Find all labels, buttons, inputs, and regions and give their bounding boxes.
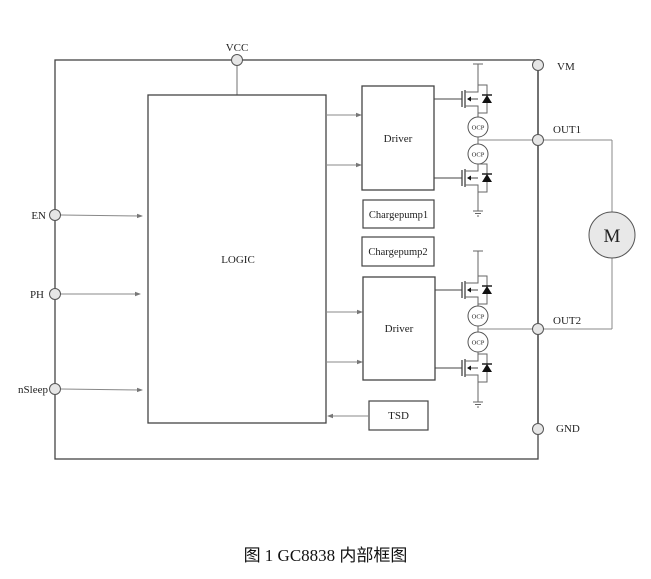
bridge1-low-side-mosfet-arrow-icon [467,175,471,181]
out1-label: OUT1 [553,124,581,136]
bridge1-ocp-low-label: OCP [472,152,485,159]
out2-label: OUT2 [553,315,581,327]
driver1-block [361,85,435,191]
bridge2-ground-icon [473,401,483,408]
gnd-label: GND [556,423,580,435]
chargepump1-label: Chargepump1 [369,210,428,221]
bridge1-low-side-mosfet-drain-source [465,164,479,192]
tsd-block [368,400,429,431]
pin-ph: PH [30,288,141,301]
bridge2-low-side-mosfet-diode-icon [482,364,492,372]
chargepump2-block [361,236,435,267]
motor-symbol [588,211,636,259]
motor-label: M [604,226,621,247]
vm-label: VM [557,61,575,73]
driver1-label: Driver [384,133,413,145]
en-label: EN [31,210,46,222]
chargepump1-block [362,199,435,229]
pin-nsleep: nSleep [18,383,143,396]
driver2-block [362,276,436,381]
vm-pin [532,59,544,71]
ph-label: PH [30,289,44,301]
bridge1-ground-icon [473,210,483,217]
bridge1-high-side-mosfet-arrow-icon [467,96,471,102]
tsd-label: TSD [388,410,409,422]
out2-pin [532,323,544,335]
chargepump2-label: Chargepump2 [368,247,427,258]
bridge2-low-side-mosfet-arrow-icon [467,365,471,371]
bridge2-high-side-mosfet-arrow-icon [467,287,471,293]
driver2-label: Driver [385,323,414,335]
figure-caption: 图 1 GC8838 内部框图 [243,546,408,565]
bridge1-high-side-mosfet-diode-icon [482,95,492,103]
bridge1-high-side-mosfet-drain-source [465,85,479,113]
bridge2-ocp-high-label: OCP [472,314,485,321]
bridge1-low-side-mosfet-diode-icon [482,174,492,182]
bridge2-ocp-low-label: OCP [472,340,485,347]
pin-en: EN [31,209,143,222]
half-bridge-2: OCP OCP [435,250,492,408]
bridge2-low-side-mosfet-drain-source [465,354,479,382]
nsleep-label: nSleep [18,384,48,396]
vcc-label: VCC [226,42,249,54]
bridge2-high-side-mosfet-drain-source [465,276,479,304]
half-bridge-1: OCP OCP [434,63,492,217]
gnd-pin [532,423,544,435]
bridge1-ocp-high-label: OCP [472,125,485,132]
out1-pin [532,134,544,146]
logic-label: LOGIC [221,254,255,266]
logic-block [147,94,327,424]
bridge2-high-side-mosfet-diode-icon [482,286,492,294]
vcc-pin [231,54,243,66]
